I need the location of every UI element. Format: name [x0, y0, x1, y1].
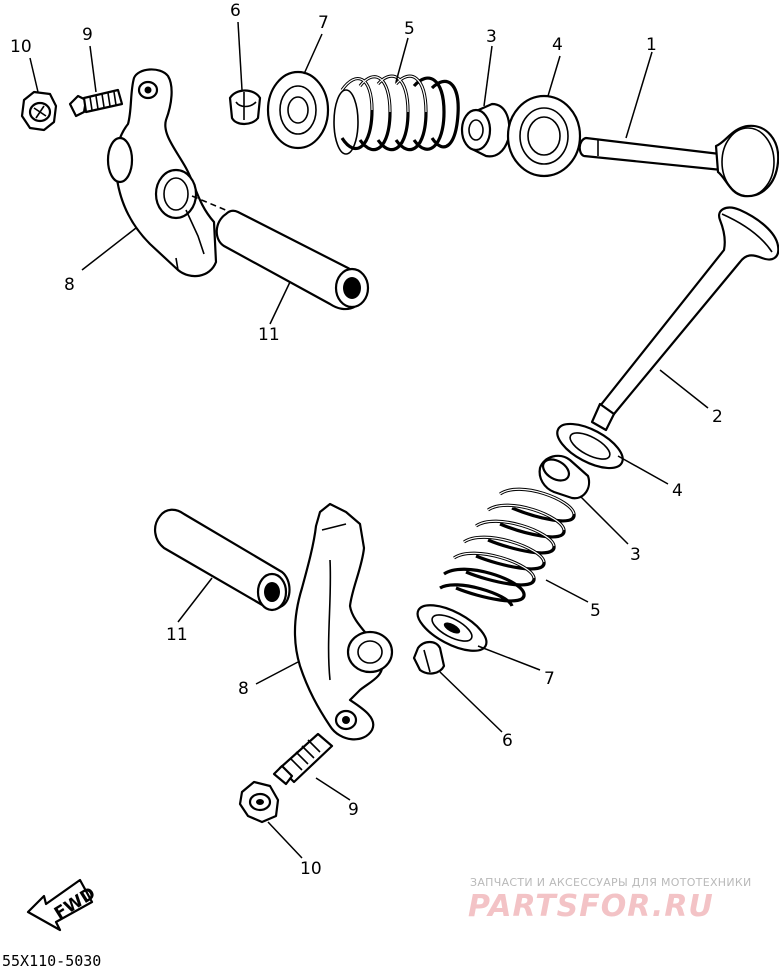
callout-lower-7: 7 [544, 669, 555, 689]
valve-spring-upper [333, 74, 460, 155]
callout-lower-9: 9 [348, 800, 359, 820]
rocker-shaft-upper [215, 209, 370, 311]
callout-upper-5: 5 [404, 19, 415, 39]
callout-upper-11: 11 [258, 325, 280, 345]
spring-retainer-lower [416, 604, 488, 652]
callout-lower-2: 2 [712, 407, 723, 427]
callout-lower-3: 3 [630, 545, 641, 565]
callout-upper-7: 7 [318, 13, 329, 33]
callout-upper-6: 6 [230, 1, 241, 21]
valve-spring-lower [439, 487, 576, 607]
callout-lower-10: 10 [300, 859, 322, 879]
rocker-arm-lower [293, 502, 394, 741]
adjusting-screw-upper [68, 88, 124, 118]
callout-upper-8: 8 [64, 275, 75, 295]
leader-lines [29, 21, 709, 859]
callout-lower-4: 4 [672, 481, 683, 501]
diagram-code: 55X110-5030 [2, 952, 101, 969]
callout-lower-6: 6 [502, 731, 513, 751]
rocker-arm-upper [106, 68, 241, 278]
valve-cotter-upper [228, 89, 262, 126]
callout-upper-9: 9 [82, 25, 93, 45]
exhaust-valve [590, 206, 779, 432]
nut-lower [238, 780, 280, 824]
spring-seat-lower [556, 422, 624, 470]
adjusting-screw-lower [272, 732, 334, 786]
nut-upper [20, 90, 58, 132]
oil-seal-upper [460, 102, 511, 158]
callouts-lower: 2 4 3 5 7 6 11 8 9 10 [166, 407, 723, 879]
watermark-logo: PARTSFOR.RU [468, 889, 714, 924]
intake-valve [578, 124, 779, 198]
callout-lower-8: 8 [238, 679, 249, 699]
watermark-tagline: ЗАПЧАСТИ И АКСЕССУАРЫ ДЛЯ МОТОТЕХНИКИ [470, 876, 752, 889]
callout-lower-5: 5 [590, 601, 601, 621]
callouts-upper: 10 9 6 7 5 3 4 1 8 11 [10, 1, 657, 345]
spring-seat-upper [506, 94, 582, 178]
callout-upper-3: 3 [486, 27, 497, 47]
oil-seal-lower [538, 454, 591, 500]
callout-upper-10: 10 [10, 37, 32, 57]
fwd-arrow: FWD [26, 878, 99, 932]
callout-upper-1: 1 [646, 35, 657, 55]
valve-cotter-lower [412, 640, 446, 675]
watermark: ЗАПЧАСТИ И АКСЕССУАРЫ ДЛЯ МОТОТЕХНИКИ PA… [468, 876, 752, 924]
callout-upper-4: 4 [552, 35, 563, 55]
callout-lower-11: 11 [166, 625, 188, 645]
spring-retainer-upper [266, 70, 330, 150]
rocker-shaft-lower [154, 508, 291, 612]
